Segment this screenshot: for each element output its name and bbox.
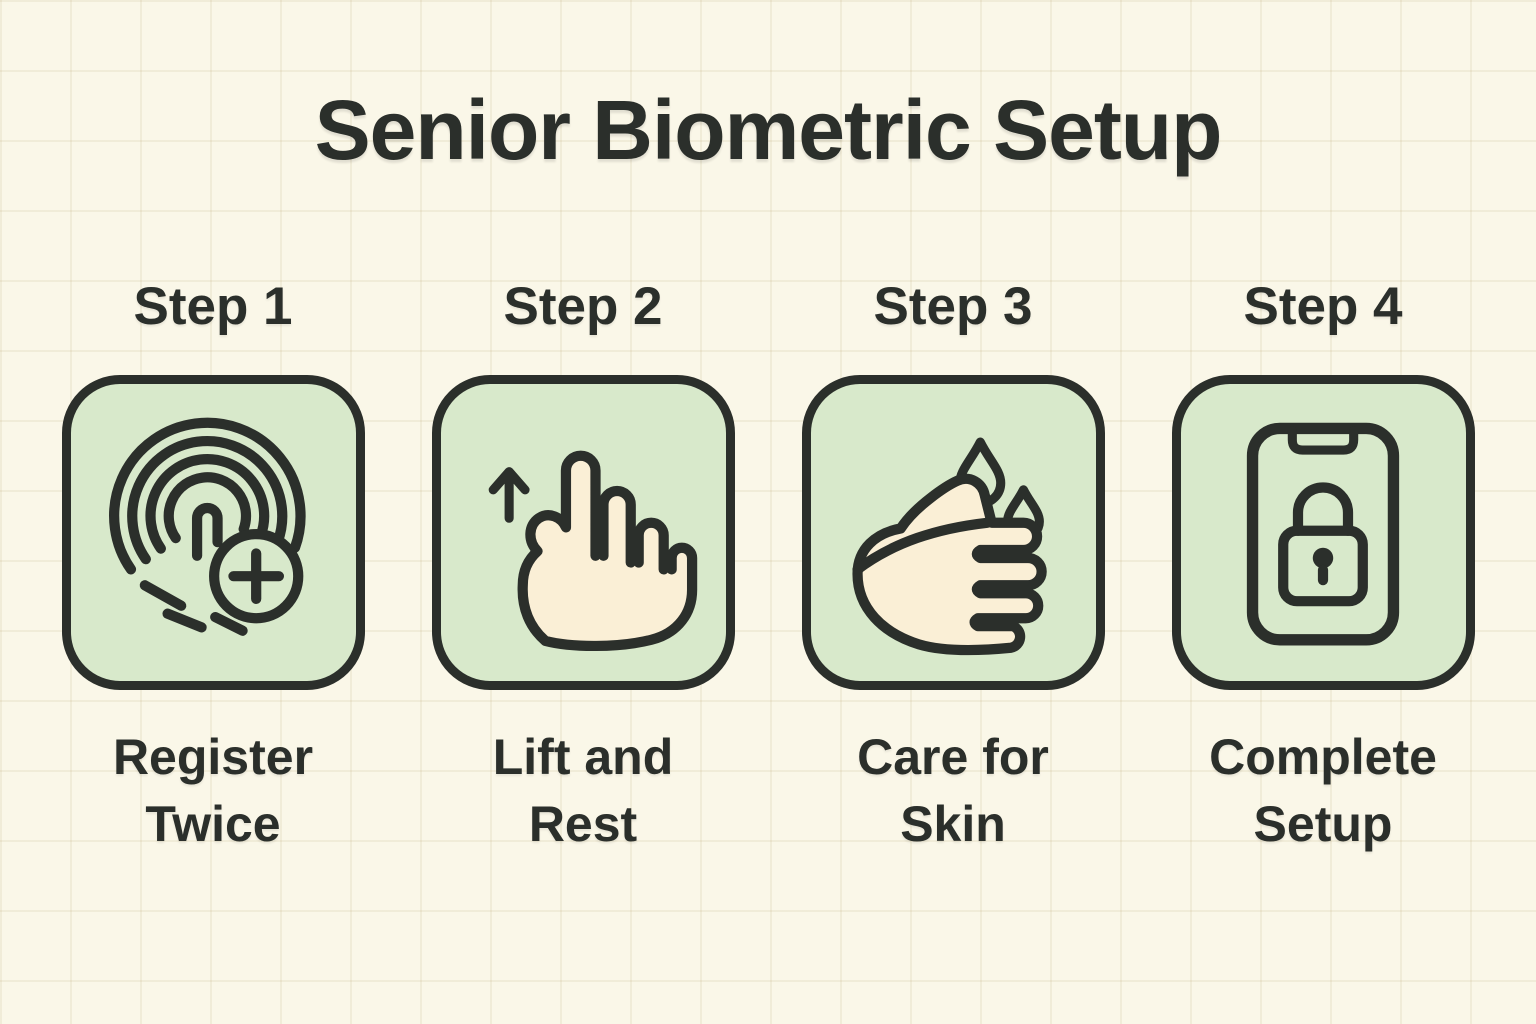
- step-caption: Complete Setup: [1209, 724, 1437, 858]
- step-caption: Care for Skin: [857, 724, 1049, 858]
- caption-line: Register: [112, 729, 314, 785]
- step-card: [1171, 375, 1475, 690]
- step-column-3: Step 3 Care for Skin: [792, 280, 1114, 858]
- step-label: Step 2: [503, 277, 663, 336]
- step-card: [431, 375, 735, 690]
- caption-line: Twice: [145, 796, 281, 852]
- caption-line: Rest: [528, 796, 638, 852]
- step-label: Step 3: [873, 277, 1033, 336]
- steps-row: Step 1 Register Twice: [0, 280, 1536, 858]
- step-column-1: Step 1 Register Twice: [52, 280, 374, 858]
- caption-line: Lift and: [492, 729, 674, 785]
- page-title: Senior Biometric Setup: [314, 83, 1223, 177]
- caption-line: Setup: [1253, 796, 1393, 852]
- step-label: Step 4: [1243, 277, 1403, 336]
- hand-washing-drops-icon: [852, 437, 1047, 655]
- step-column-2: Step 2 Lift and Rest: [422, 280, 744, 858]
- caption-line: Skin: [900, 796, 1006, 852]
- step-column-4: Step 4 Complete Setup: [1162, 280, 1484, 858]
- phone-lock-icon: [1246, 422, 1400, 645]
- step-card: [801, 375, 1105, 690]
- fingerprint-add-icon: [109, 417, 306, 636]
- caption-line: Complete: [1209, 729, 1437, 785]
- step-card: [61, 375, 365, 690]
- step-label: Step 1: [133, 277, 293, 336]
- step-caption: Register Twice: [113, 724, 313, 858]
- hand-swipe-up-icon: [488, 450, 698, 651]
- step-caption: Lift and Rest: [493, 724, 674, 858]
- caption-line: Care for: [857, 729, 1049, 785]
